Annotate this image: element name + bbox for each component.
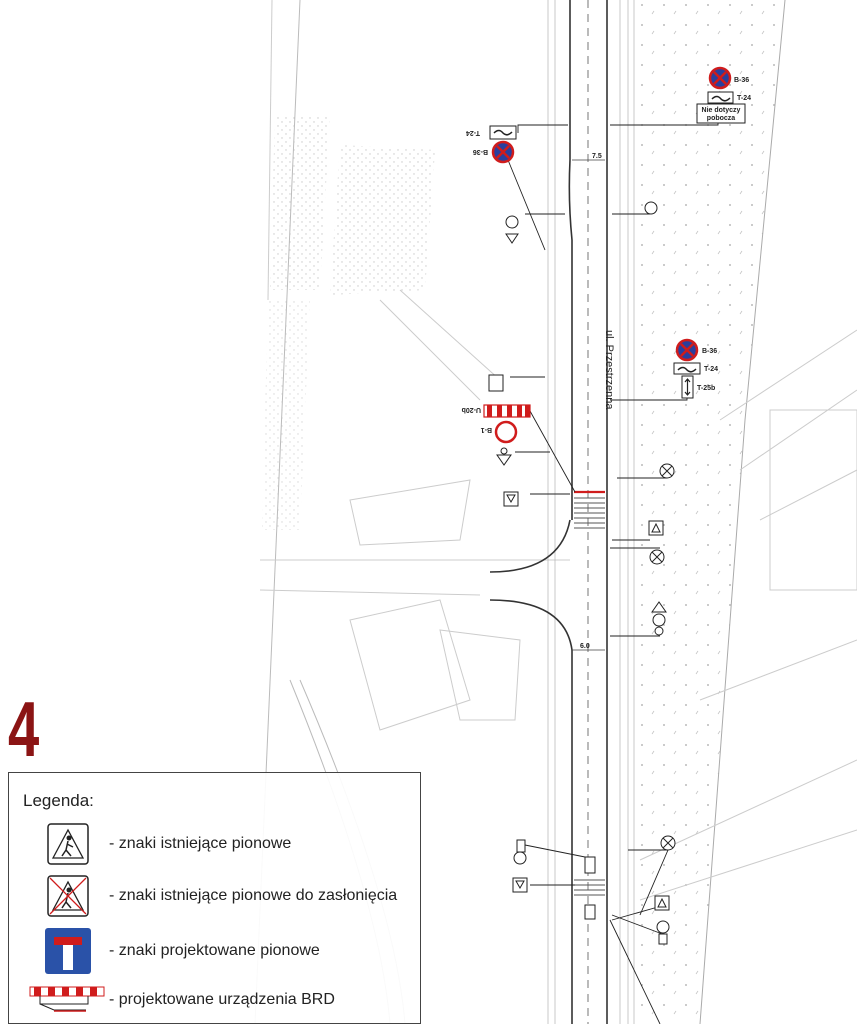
no-stopping-sign-icon: [708, 66, 732, 90]
sign-label-b36: B-36: [473, 148, 488, 155]
sign-label-u20b: U-20b: [462, 406, 481, 413]
brd-device-icon: [29, 986, 105, 1012]
plate-text-line2: pobocza: [707, 115, 735, 122]
legend-item-existing: - znaki istniejące pionowe: [27, 823, 291, 865]
existing-sign-icon: [513, 851, 527, 865]
existing-sign-icon: [652, 613, 666, 627]
sign-group-u20b-b1[interactable]: U-20b B-1: [462, 404, 531, 444]
no-vehicles-sign-icon: [494, 420, 518, 444]
existing-sign-icon: [644, 201, 658, 215]
sign-group-middle-right[interactable]: B-36 T-24 T-25b: [673, 338, 718, 399]
legend-label: - znaki projektowane pionowe: [109, 942, 320, 959]
existing-sign-icon: [656, 920, 670, 934]
dimension-upper: 7.5: [592, 153, 602, 160]
street-name-label: ul. Przestrzenna: [603, 330, 615, 410]
sign-label-t24: T-24: [737, 95, 751, 102]
no-stopping-sign-icon: [675, 338, 699, 362]
existing-sign-covered-icon: [47, 875, 89, 917]
sign-label-t24: T-24: [466, 129, 480, 136]
sign-group-upper-left[interactable]: T-24 B-36: [466, 125, 517, 164]
existing-sign-icon: [505, 215, 519, 229]
designed-sign-icon: [45, 928, 91, 974]
legend-item-brd: - projektowane urządzenia BRD: [27, 985, 335, 1015]
legend-label: - projektowane urządzenia BRD: [109, 991, 335, 1008]
background-terrain: [254, 0, 857, 1024]
existing-sign-icon: [47, 823, 89, 865]
existing-sign-icon: [488, 374, 504, 392]
legend-label: - znaki istniejące pionowe do zasłonięci…: [109, 887, 398, 904]
existing-signs: [488, 201, 676, 945]
legend-label: - znaki istniejące pionowe: [109, 835, 292, 852]
sign-label-b36: B-36: [702, 348, 717, 355]
no-stopping-sign-icon: [491, 140, 515, 164]
sign-label-t24: T-24: [704, 366, 718, 373]
legend-title: Legenda:: [23, 791, 94, 810]
sign-label-b1: B-1: [481, 426, 492, 433]
sign-label-t25b: T-25b: [697, 385, 715, 392]
sign-group-upper-right[interactable]: B-36 T-24 Nie dotyczy pobocza: [696, 66, 751, 124]
plate-text-line1: Nie dotyczy: [702, 107, 741, 114]
sheet-number: 4: [8, 685, 40, 773]
road-przestrzenna: [489, 0, 635, 1024]
dimension-lower: 6.0: [580, 643, 590, 650]
legend-item-designed: - znaki projektowane pionowe: [27, 927, 320, 975]
legend-item-covered: - znaki istniejące pionowe do zasłonięci…: [27, 875, 397, 917]
two-way-arrow-icon: [684, 378, 691, 396]
sign-label-b36: B-36: [734, 77, 749, 84]
legend-box: Legenda: - znaki istniejące pionowe - zn…: [8, 772, 421, 1024]
